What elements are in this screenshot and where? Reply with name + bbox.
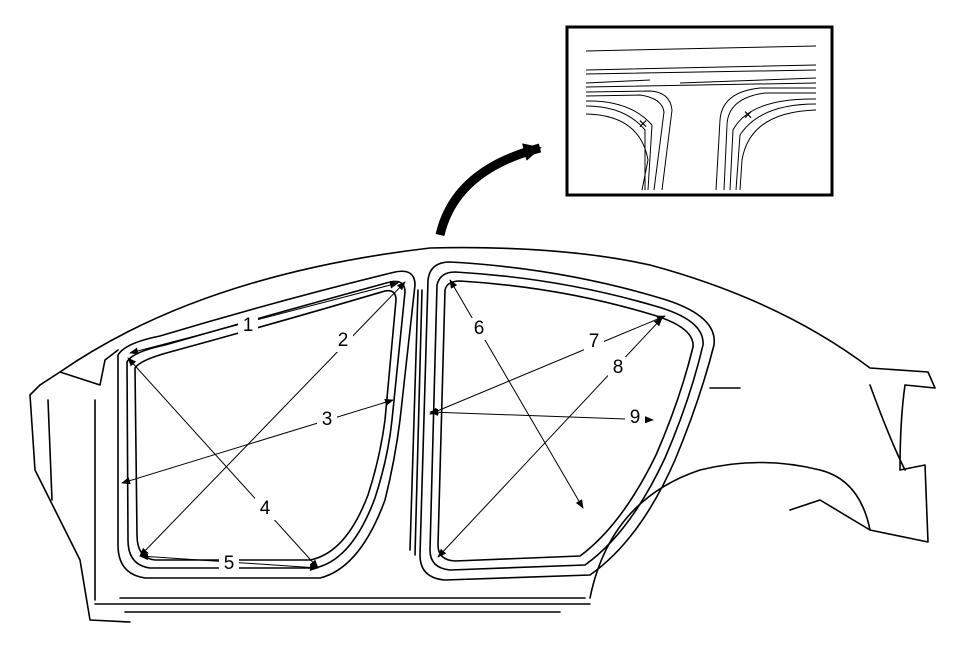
callout-labels: 1 2 3 4 5 6 7 8 9 xyxy=(219,315,645,575)
callout-8: 8 xyxy=(613,357,624,378)
callout-5: 5 xyxy=(224,553,235,574)
weld-mark-icon: ✕ xyxy=(743,108,753,122)
callout-3: 3 xyxy=(322,409,333,430)
measurement-arrow-9 xyxy=(429,408,654,424)
measurement-arrow-4 xyxy=(127,357,319,569)
detail-pointer-arrow xyxy=(435,143,542,237)
callout-6: 6 xyxy=(474,318,485,339)
measurement-arrow-3 xyxy=(121,398,394,485)
callout-7: 7 xyxy=(589,331,600,352)
callout-9: 9 xyxy=(630,407,641,428)
measurement-arrow-7 xyxy=(429,315,666,415)
callout-2: 2 xyxy=(338,330,349,351)
body-side-outline xyxy=(29,246,936,623)
callout-4: 4 xyxy=(260,498,271,519)
detail-inset: ✕ ✕ xyxy=(565,25,834,197)
callout-1: 1 xyxy=(243,315,254,336)
weld-mark-icon: ✕ xyxy=(638,117,648,131)
measurement-arrow-1 xyxy=(129,281,399,355)
